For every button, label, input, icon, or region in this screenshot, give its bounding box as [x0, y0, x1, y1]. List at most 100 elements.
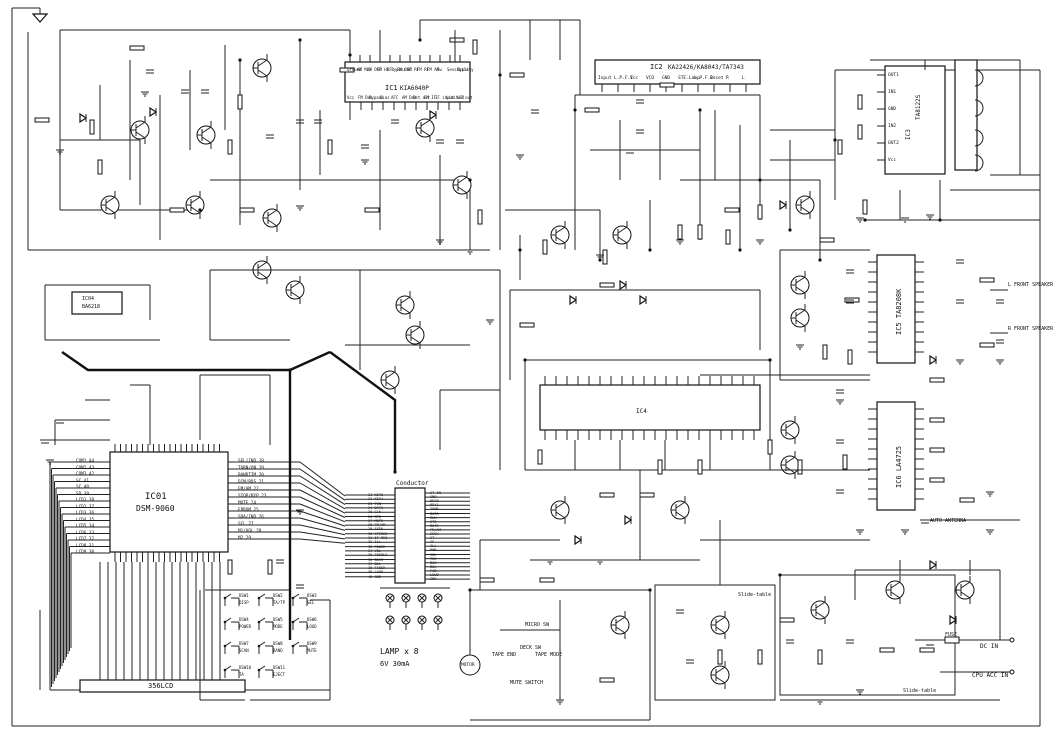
resistor-symbol — [89, 119, 95, 135]
lcd-label: 356LCD — [148, 682, 174, 690]
dc-in-label: DC IN — [980, 643, 999, 650]
mcu-right-pin: SCL 27 — [238, 522, 254, 527]
wire — [386, 594, 394, 602]
ic1-pin-label: FM OSC — [397, 67, 412, 72]
connector-left-pin: 26 STB — [368, 514, 381, 519]
resistor-symbol — [724, 207, 740, 213]
mcu-right-pin: FM/AM 22 — [238, 487, 259, 492]
ic1-pin-label: AM Det — [402, 95, 417, 100]
connector-title: Conductor — [396, 480, 429, 487]
junction-dot — [778, 573, 782, 577]
junction-dot — [348, 53, 352, 57]
switch-name: SCAN — [239, 648, 249, 653]
wire — [785, 421, 796, 429]
ic3-ref: IC3 — [905, 129, 912, 140]
resistor-symbol — [657, 459, 663, 475]
mcu-left-pin: SD 39 — [76, 491, 89, 497]
jack-block — [954, 59, 978, 171]
resistor-symbol — [862, 199, 868, 215]
wire — [299, 517, 346, 531]
resistor-symbol — [267, 559, 273, 575]
wire — [457, 186, 468, 194]
connector-left-pin: 35 TREBLE — [368, 553, 388, 558]
ic1-pin-label: IF input — [435, 95, 455, 100]
wire — [299, 531, 346, 540]
resistor-symbol — [537, 449, 543, 465]
switch-ref: DSW5 — [273, 617, 283, 622]
junction-dot — [468, 178, 472, 182]
resistor-symbol — [34, 117, 50, 123]
ic1-pin-label: Vcc — [347, 95, 355, 100]
micro-sw-label: MICRO SW — [525, 622, 550, 628]
diode-symbol — [779, 199, 788, 211]
resistor-symbol — [599, 282, 615, 288]
connector-left-pin: 23 TUN — [368, 501, 381, 506]
resistor-symbol — [227, 559, 233, 575]
resistor-symbol — [97, 159, 103, 175]
wire — [715, 676, 726, 684]
wire — [675, 511, 686, 519]
switch-ref: DSW6 — [307, 617, 317, 622]
resistor-symbol — [879, 647, 895, 653]
mcu-right-pin: TURN/ON 19 — [238, 466, 264, 471]
junction-dot — [468, 588, 472, 592]
connector-left-pin: 28 FM/AM — [368, 523, 386, 528]
wire — [815, 601, 826, 609]
ic2-pin-label: STE.Lamp — [678, 76, 700, 81]
wire — [385, 381, 396, 389]
mcu-left-pin: LCD1 38 — [76, 498, 95, 503]
ic2-pin-label: R — [726, 76, 729, 81]
wire — [615, 616, 626, 624]
connector-right-pin: SEEK — [430, 532, 439, 536]
ic2-pin-label: Vcc — [630, 76, 639, 81]
wire — [400, 306, 411, 314]
ic3-pin-label: OUT1 — [888, 73, 899, 78]
slide-table-1-label: Slide-table — [738, 592, 772, 598]
connector-right-pin: GND — [430, 495, 437, 500]
wire — [800, 196, 811, 204]
mcu-left-pin: SC 40 — [76, 485, 89, 490]
connector-right-pin: ST IN — [430, 491, 441, 495]
connector-right-pin: CLK — [430, 515, 437, 520]
connector-block — [394, 487, 426, 584]
slide-table-2 — [779, 574, 956, 696]
resistor-symbol — [639, 492, 655, 498]
lcd-body — [79, 679, 246, 693]
resistor-symbol — [757, 649, 763, 665]
wire — [795, 286, 806, 294]
wire — [420, 119, 431, 127]
wire — [402, 616, 410, 624]
diode-symbol — [149, 106, 158, 118]
ic2-pin-label: L.P.F.2 — [694, 76, 713, 81]
ic3-pin-label: GND — [888, 107, 897, 112]
mcu-ic01-body — [109, 451, 229, 553]
diode-symbol — [619, 279, 628, 291]
connector-right-pin: DATA — [430, 511, 439, 516]
ic1-pin-label: FM Det — [358, 95, 373, 100]
switch-ref: DSW4 — [239, 617, 249, 622]
wire — [267, 209, 278, 217]
resistor-symbol — [959, 497, 975, 503]
dc-terminal — [1009, 637, 1015, 643]
wire — [555, 226, 566, 234]
wire — [257, 271, 268, 279]
resistor-symbol — [857, 124, 863, 140]
junction-dot — [938, 218, 942, 222]
resistor-symbol — [857, 94, 863, 110]
wire — [815, 611, 826, 619]
ic1-pin-label: RF — [387, 67, 392, 72]
resistor-symbol — [364, 207, 380, 213]
resistor-symbol — [979, 342, 995, 348]
wire — [386, 616, 394, 624]
resistor-symbol — [472, 39, 478, 55]
ic2-pin-label: Input — [598, 76, 612, 81]
resistor-symbol — [725, 229, 731, 245]
resistor-symbol — [239, 207, 255, 213]
resistor-symbol — [817, 649, 823, 665]
ic2-body — [594, 59, 761, 85]
diode-symbol — [929, 354, 938, 366]
mcu-right-pin: EPROM 25 — [238, 508, 259, 513]
wire — [385, 371, 396, 379]
wire — [715, 616, 726, 624]
slide-table-1 — [654, 584, 776, 701]
